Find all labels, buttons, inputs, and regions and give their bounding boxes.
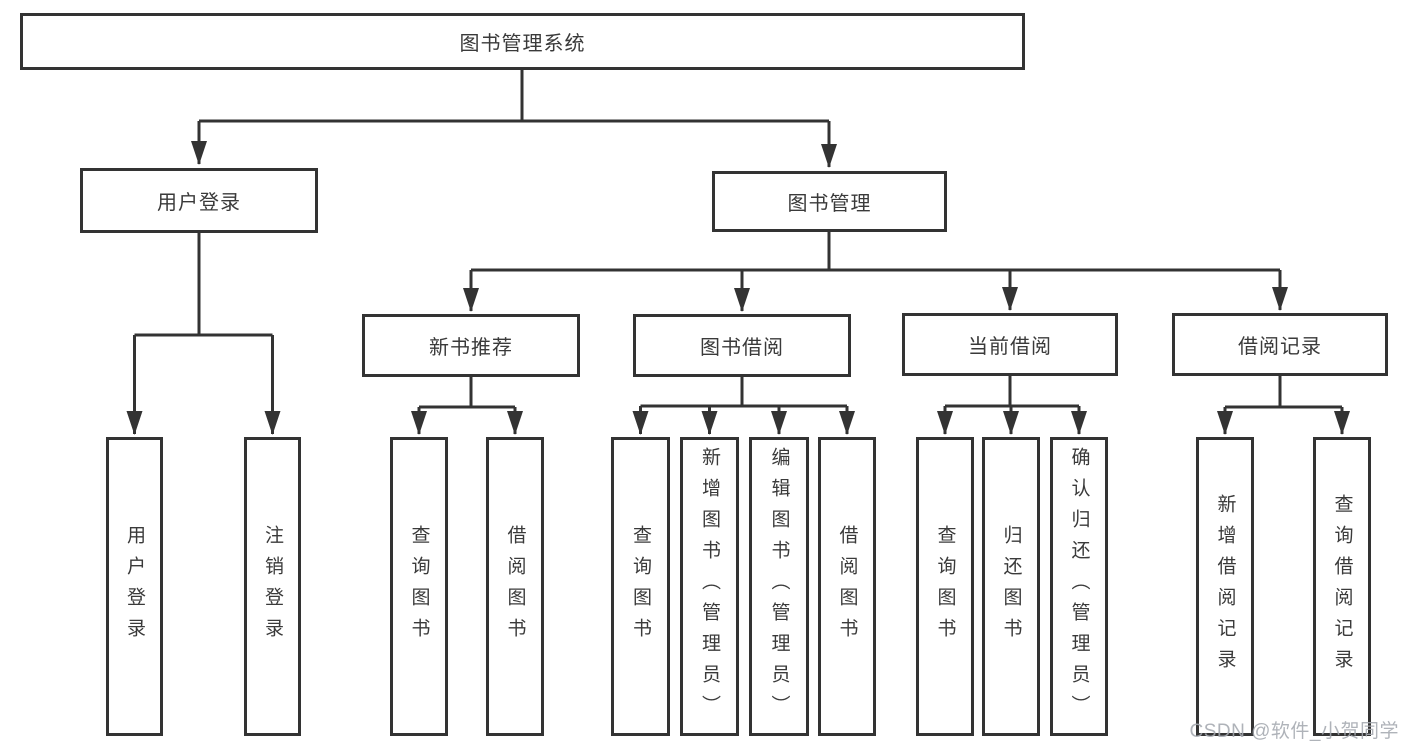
node-new-book-recommend: 新书推荐 xyxy=(362,314,580,377)
leaf-add-book-admin: 新增图书（管理员） xyxy=(680,437,739,736)
node-book-borrow: 图书借阅 xyxy=(633,314,851,377)
edges-new-book-recommend xyxy=(411,377,523,435)
edges-book-management xyxy=(463,232,1288,312)
leaf-edit-book-admin: 编辑图书（管理员） xyxy=(749,437,809,736)
leaf-query-borrow-record: 查询借阅记录 xyxy=(1313,437,1371,736)
node-root: 图书管理系统 xyxy=(20,13,1025,70)
leaf-borrow-books-recommend: 借阅图书 xyxy=(486,437,544,736)
node-user-login: 用户登录 xyxy=(80,168,318,233)
leaf-add-borrow-record: 新增借阅记录 xyxy=(1196,437,1254,736)
leaf-return-book: 归还图书 xyxy=(982,437,1040,736)
edges-current-borrow xyxy=(937,376,1087,435)
node-book-management: 图书管理 xyxy=(712,171,947,232)
edges-book-borrow xyxy=(632,377,855,435)
leaf-query-books-current: 查询图书 xyxy=(916,437,974,736)
csdn-watermark: CSDN @软件_小贺同学 xyxy=(1189,721,1399,742)
leaf-query-books-recommend: 查询图书 xyxy=(390,437,448,736)
leaf-borrow-books: 借阅图书 xyxy=(818,437,876,736)
node-borrow-records: 借阅记录 xyxy=(1172,313,1388,376)
edges-user-login xyxy=(126,233,281,435)
edges-borrow-records xyxy=(1217,376,1350,435)
leaf-logout: 注销登录 xyxy=(244,437,301,736)
leaf-user-login: 用户登录 xyxy=(106,437,163,736)
node-current-borrow: 当前借阅 xyxy=(902,313,1118,376)
leaf-confirm-return-admin: 确认归还（管理员） xyxy=(1050,437,1108,736)
edges-root xyxy=(191,70,837,168)
leaf-query-books-borrow: 查询图书 xyxy=(611,437,670,736)
